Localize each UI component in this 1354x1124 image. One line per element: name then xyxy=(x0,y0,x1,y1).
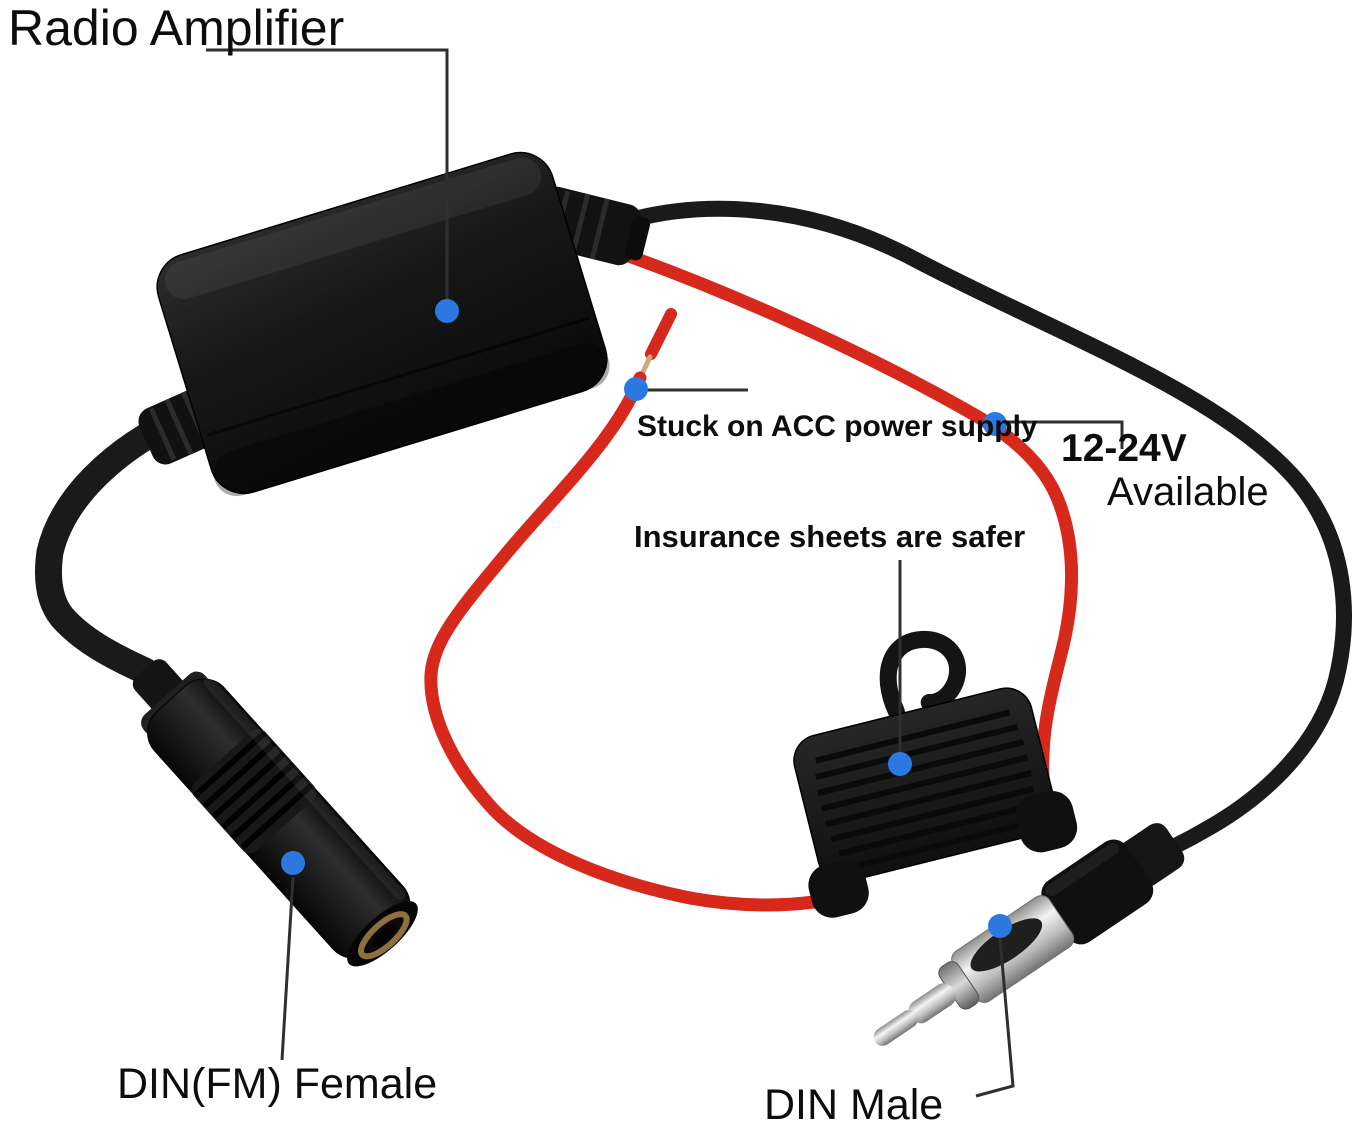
label-din-female: DIN(FM) Female xyxy=(117,1060,438,1108)
fuse-holder-right-cap xyxy=(1015,791,1078,853)
leader-male xyxy=(975,937,1015,1098)
din-female-connector xyxy=(132,659,418,967)
marker-dot-fuse xyxy=(888,752,912,776)
label-radio-amplifier: Radio Amplifier xyxy=(8,0,345,56)
leader-female xyxy=(280,876,295,1061)
power-wire-red-upper xyxy=(605,243,1079,825)
din-male-connector xyxy=(873,823,1185,1046)
label-voltage: 12-24V xyxy=(1061,427,1187,470)
leader-radio-amplifier xyxy=(206,48,449,303)
male-pin xyxy=(873,1009,919,1046)
radio-amplifier-unit xyxy=(138,151,651,497)
leader-lines xyxy=(206,48,1124,1098)
wires xyxy=(35,200,1352,912)
power-wire-red-tip xyxy=(645,308,677,360)
male-shaft xyxy=(908,983,956,1024)
marker-dot-acc xyxy=(624,377,648,401)
label-voltage-available: Available xyxy=(1107,470,1269,514)
marker-dot-amplifier xyxy=(435,299,459,323)
marker-dots xyxy=(281,299,1012,938)
marker-dot-voltage xyxy=(983,412,1007,436)
male-sleeve xyxy=(1041,839,1154,945)
amplifier-body xyxy=(156,151,610,497)
power-wire-red-lower xyxy=(424,371,821,912)
amplifier-to-female-cable xyxy=(35,404,194,685)
label-din-male: DIN Male xyxy=(764,1081,944,1124)
label-acc-power: Stuck on ACC power supply xyxy=(637,410,1038,443)
marker-dot-female xyxy=(281,851,305,875)
marker-dot-male xyxy=(988,914,1012,938)
female-thread-section xyxy=(191,728,317,854)
leader-voltage xyxy=(1006,420,1124,449)
label-fuse-note: Insurance sheets are safer xyxy=(634,519,1026,554)
fuse-holder-left-cap xyxy=(808,860,869,918)
fuse-holder-hook xyxy=(879,630,966,721)
female-thread-ribs xyxy=(193,731,313,850)
fuse-holder xyxy=(793,630,1078,918)
male-clip-window xyxy=(970,918,1043,972)
fuse-holder-ribs xyxy=(815,709,1034,872)
antenna-cable-black xyxy=(597,200,1352,864)
female-socket-hole xyxy=(372,925,397,947)
